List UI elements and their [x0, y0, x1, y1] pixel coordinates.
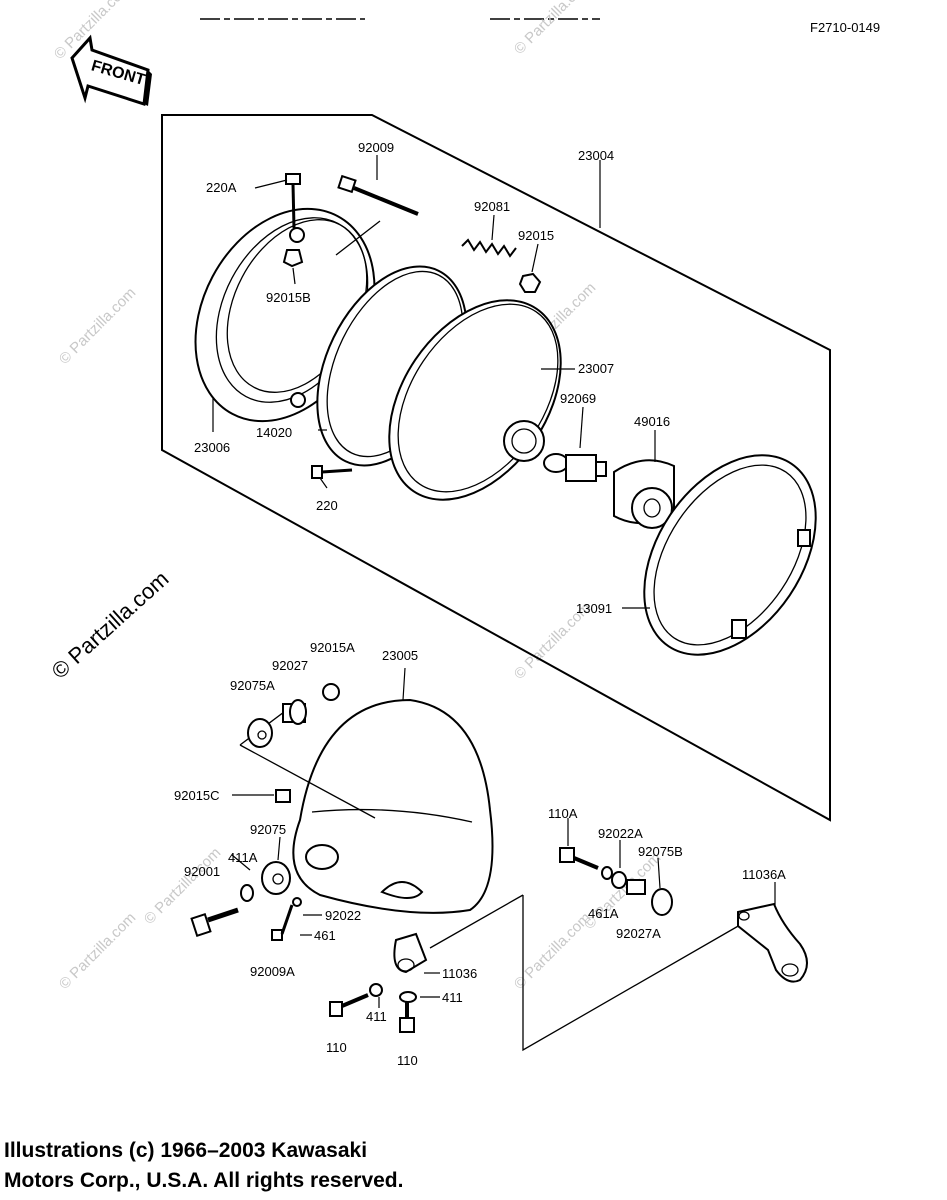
front-arrow-icon: FRONT [70, 34, 152, 106]
label-92009: 92009 [358, 140, 394, 155]
label-14020: 14020 [256, 425, 292, 440]
label-411-right: 411 [442, 990, 463, 1005]
grommet-92075a [247, 718, 273, 748]
label-92015c: 92015C [174, 788, 220, 803]
headlight-housing [292, 698, 494, 914]
label-23006: 23006 [194, 440, 230, 455]
label-92015b: 92015B [266, 290, 311, 305]
bolt-92001 [190, 907, 239, 937]
leader-line [239, 744, 376, 819]
label-110-left: 110 [326, 1040, 347, 1055]
label-92075: 92075 [250, 822, 286, 837]
washer-411a [240, 884, 254, 902]
label-23007: 23007 [578, 361, 614, 376]
label-23004: 23004 [578, 148, 614, 163]
copyright-notice: Illustrations (c) 1966–2003 Kawasaki Mot… [4, 1136, 403, 1196]
label-220: 220 [316, 498, 338, 513]
label-92022: 92022 [325, 908, 361, 923]
watermark-main: © Partzilla.com [47, 566, 174, 684]
bolt-110a [559, 847, 599, 870]
label-92001: 92001 [184, 864, 220, 879]
copyright-line-1: Illustrations (c) 1966–2003 Kawasaki [4, 1139, 368, 1162]
bolt-110-right [399, 1002, 415, 1033]
label-92075b: 92075B [638, 844, 683, 859]
label-11036: 11036 [442, 966, 477, 981]
label-411-left: 411 [366, 1009, 387, 1024]
label-49016: 49016 [634, 414, 670, 429]
screw-92009a [271, 897, 302, 941]
clip-92015c [275, 789, 291, 803]
label-92015: 92015 [518, 228, 554, 243]
label-92027a: 92027A [616, 926, 661, 941]
label-92081: 92081 [474, 199, 510, 214]
label-220a: 220A [206, 180, 237, 195]
label-92075a: 92075A [230, 678, 275, 693]
label-11036a: 11036A [742, 867, 786, 882]
washer-92022a [611, 871, 627, 889]
spring-92081 [461, 238, 542, 293]
bracket-11036a [737, 902, 808, 983]
grommet-92075 [261, 861, 291, 895]
bolt-92009 [335, 174, 419, 256]
socket-cover-49016 [613, 459, 675, 529]
bulb-92069 [543, 453, 607, 482]
washer-411-left [369, 983, 383, 997]
leader-line [429, 894, 524, 949]
screw-220a [282, 173, 304, 268]
grommet-92075b [651, 888, 673, 916]
mounting-ring-13091 [643, 454, 817, 656]
leader-line [522, 895, 741, 1052]
diagram-id: F2710-0149 [810, 20, 880, 35]
sealed-beam-unit [388, 299, 562, 501]
label-92069: 92069 [560, 391, 596, 406]
leader-lines [212, 155, 776, 1008]
collar-92027a [626, 879, 646, 895]
label-411a: 411A [228, 850, 258, 865]
collar-92027 [282, 699, 307, 725]
label-92027: 92027 [272, 658, 308, 673]
label-92009a: 92009A [250, 964, 295, 979]
label-110-right: 110 [397, 1053, 418, 1068]
watermark: © Partzilla.com [56, 909, 139, 992]
label-110a: 110A [548, 806, 578, 821]
screw-220 [311, 465, 353, 479]
label-13091: 13091 [576, 601, 612, 616]
label-461: 461 [314, 928, 336, 943]
assembly-frame [161, 114, 831, 822]
nut-92015a [322, 683, 340, 701]
watermark: © Partzilla.com [141, 844, 224, 927]
label-461a: 461A [588, 906, 619, 921]
copyright-line-2: Motors Corp., U.S.A. All rights reserved… [4, 1169, 404, 1192]
label-23005: 23005 [382, 648, 418, 663]
label-92015a: 92015A [310, 640, 355, 655]
label-92022a: 92022A [598, 826, 643, 841]
watermark: © Partzilla.com [56, 284, 139, 367]
washer-411-right [399, 991, 417, 1003]
bracket-11036 [393, 932, 428, 974]
watermark: © Partzilla.com [511, 0, 594, 58]
bolt-110-left [329, 993, 369, 1017]
washer-461a [601, 866, 613, 880]
